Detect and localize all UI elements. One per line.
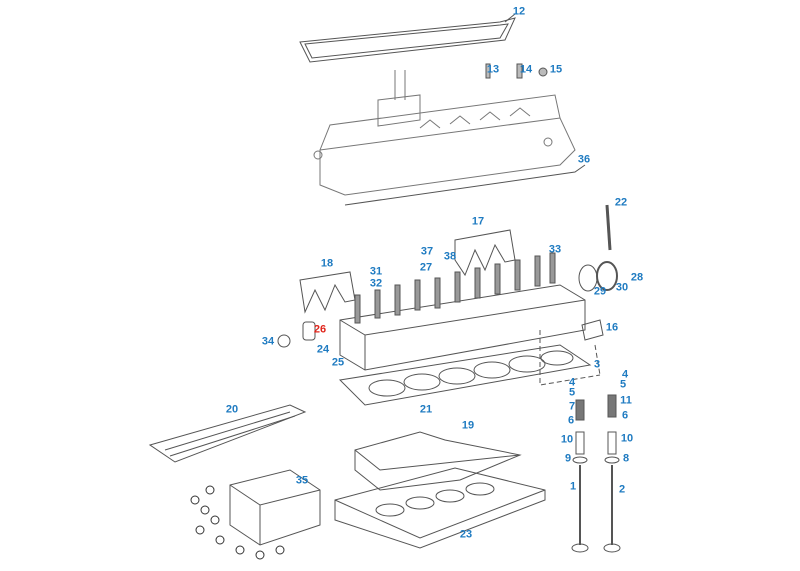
callout-22[interactable]: 22 [614, 196, 628, 209]
callout-10a[interactable]: 10 [560, 433, 574, 446]
valve-train-right [603, 394, 621, 553]
callout-32[interactable]: 32 [369, 277, 383, 290]
callout-4a[interactable]: 4 [568, 376, 576, 389]
callout-21[interactable]: 21 [419, 403, 433, 416]
callout-13[interactable]: 13 [486, 63, 500, 76]
bracket-17 [454, 229, 516, 277]
callout-29[interactable]: 29 [593, 285, 607, 298]
callout-6a[interactable]: 6 [567, 414, 575, 427]
callout-10b[interactable]: 10 [620, 432, 634, 445]
callout-2[interactable]: 2 [618, 483, 626, 496]
head-gasket-21 [338, 344, 592, 406]
valve-train-left [571, 399, 589, 553]
bracket-18 [299, 271, 356, 314]
callout-4b[interactable]: 4 [621, 368, 629, 381]
callout-17[interactable]: 17 [471, 215, 485, 228]
callout-5a[interactable]: 5 [568, 386, 576, 399]
callout-37[interactable]: 37 [420, 245, 434, 258]
cover-gasket-12 [299, 13, 516, 63]
callout-12[interactable]: 12 [512, 5, 526, 18]
callout-19[interactable]: 19 [461, 419, 475, 432]
callout-35[interactable]: 35 [295, 474, 309, 487]
callout-26[interactable]: 26 [313, 323, 327, 336]
callout-28[interactable]: 28 [630, 271, 644, 284]
callout-38[interactable]: 38 [443, 250, 457, 263]
callout-31[interactable]: 31 [369, 265, 383, 278]
callout-1[interactable]: 1 [569, 480, 577, 493]
gasket-strip-36 [344, 164, 586, 206]
cover-16 [581, 319, 604, 341]
callout-20[interactable]: 20 [225, 403, 239, 416]
callout-3[interactable]: 3 [593, 358, 601, 371]
kit-box-19 [354, 431, 522, 491]
callout-9[interactable]: 9 [564, 452, 572, 465]
callout-30[interactable]: 30 [615, 281, 629, 294]
callout-25[interactable]: 25 [331, 356, 345, 369]
callout-7[interactable]: 7 [568, 400, 576, 413]
callout-36[interactable]: 36 [577, 153, 591, 166]
callout-8[interactable]: 8 [622, 452, 630, 465]
callout-11[interactable]: 11 [620, 394, 632, 407]
bolt-22 [605, 204, 612, 251]
rocker-housing [313, 70, 576, 196]
callout-15[interactable]: 15 [549, 63, 563, 76]
small-parts-13-15 [485, 63, 548, 79]
callout-16[interactable]: 16 [605, 321, 619, 334]
callout-18[interactable]: 18 [320, 257, 334, 270]
callout-14[interactable]: 14 [519, 63, 533, 76]
callout-6b[interactable]: 6 [621, 409, 629, 422]
kit-box-23 [334, 467, 546, 549]
callout-34[interactable]: 34 [261, 335, 275, 348]
callout-5b[interactable]: 5 [619, 378, 627, 391]
cylinder-head [339, 252, 586, 371]
kit-box-35 [190, 469, 321, 560]
callout-27[interactable]: 27 [419, 261, 433, 274]
callout-24[interactable]: 24 [316, 343, 330, 356]
callout-33[interactable]: 33 [548, 243, 562, 256]
callout-23[interactable]: 23 [459, 528, 473, 541]
gasket-20 [148, 404, 307, 463]
